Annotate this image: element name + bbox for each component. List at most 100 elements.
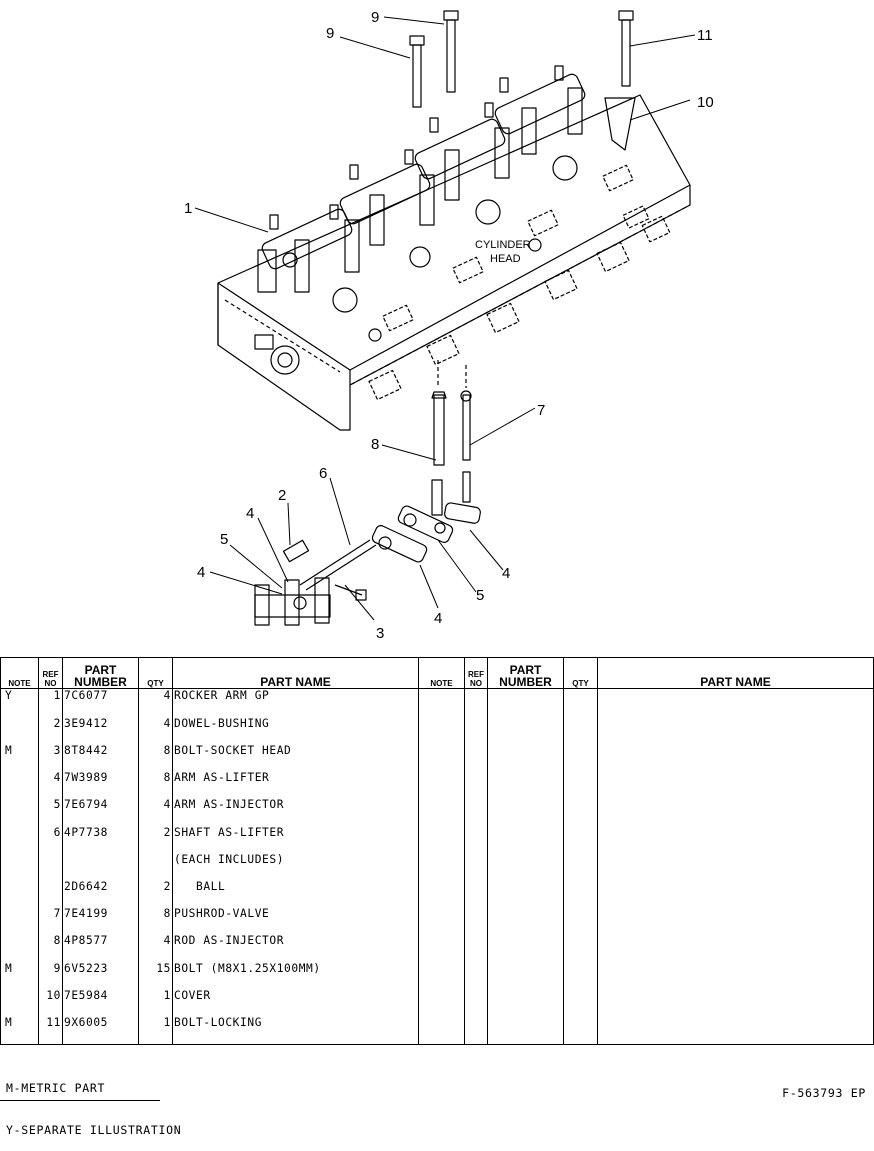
cell-part-name: BALL [172, 880, 419, 908]
cell-part-number: 7E6794 [62, 798, 139, 826]
empty-cell [487, 798, 564, 826]
header-qty: QTY [138, 657, 173, 689]
empty-cell [487, 907, 564, 935]
empty-cell [563, 1016, 598, 1044]
cell-part-number [62, 852, 139, 881]
empty-cell [563, 716, 598, 744]
cell-part-name: ARM AS-LIFTER [172, 771, 419, 799]
empty-cell [487, 825, 564, 853]
empty-cell [487, 771, 564, 799]
callout-11: 11 [697, 27, 713, 44]
cell-note [0, 880, 39, 908]
cell-part-name: PUSHROD-VALVE [172, 907, 419, 935]
empty-cell [464, 988, 488, 1017]
empty-cell [563, 798, 598, 826]
cell-part-name: COVER [172, 988, 419, 1017]
footnote-metric: M-METRIC PART [6, 1081, 106, 1095]
table-filler-row [0, 1043, 874, 1046]
empty-cell [597, 1016, 874, 1044]
cell-qty: 4 [138, 798, 173, 826]
rocker-arm-groups [257, 65, 586, 293]
empty-cell [464, 852, 488, 881]
cell-note [0, 716, 39, 744]
empty-cell [487, 880, 564, 908]
empty-cell [487, 1016, 564, 1044]
callout-2: 2 [278, 487, 286, 504]
lower-rocker-assembly-left [254, 539, 377, 626]
cell-qty: 2 [138, 880, 173, 908]
cell-note [0, 771, 39, 799]
cell-ref-no [38, 852, 63, 881]
cell-part-number: 4P8577 [62, 934, 139, 962]
empty-cell [597, 825, 874, 853]
empty-cell [563, 852, 598, 881]
empty-cell [487, 961, 564, 989]
callout-4c: 4 [434, 610, 442, 627]
bolt-11 [618, 10, 634, 87]
empty-cell [487, 934, 564, 962]
cell-ref-no: 3 [38, 743, 63, 772]
empty-cell [563, 743, 598, 772]
empty-cell [418, 1016, 465, 1044]
empty-cell [597, 961, 874, 989]
header-qty-2: QTY [563, 657, 598, 689]
empty-cell [563, 934, 598, 962]
bolts-9 [409, 10, 459, 108]
cell-part-number: 2D6642 [62, 880, 139, 908]
empty-cell [138, 1043, 173, 1046]
cell-ref-no: 7 [38, 907, 63, 935]
empty-cell [464, 798, 488, 826]
callout-9a: 9 [326, 25, 334, 42]
cell-note [0, 852, 39, 881]
empty-cell [464, 825, 488, 853]
cell-qty: 8 [138, 771, 173, 799]
empty-cell [597, 716, 874, 744]
cell-ref-no: 4 [38, 771, 63, 799]
cell-part-number: 3E9412 [62, 716, 139, 744]
empty-cell [597, 852, 874, 881]
table-row: (EACH INCLUDES) [0, 852, 874, 881]
empty-cell [597, 934, 874, 962]
figure-id: F-563793 EP [782, 1086, 866, 1100]
header-part-name: PART NAME [172, 657, 419, 689]
empty-cell [487, 716, 564, 744]
cell-qty: 4 [138, 688, 173, 717]
empty-cell [464, 1016, 488, 1044]
callout-5a: 5 [220, 531, 228, 548]
header-part-name-2: PART NAME [597, 657, 874, 689]
empty-cell [563, 988, 598, 1017]
callout-numbers: 1 2 3 4 4 4 4 5 5 6 7 8 9 9 10 11 [184, 9, 714, 642]
cell-part-number: 9X6005 [62, 1016, 139, 1044]
cell-part-number: 7C6077 [62, 688, 139, 717]
empty-cell [172, 1043, 419, 1046]
cell-ref-no: 2 [38, 716, 63, 744]
cell-ref-no: 10 [38, 988, 63, 1017]
cell-part-name: SHAFT AS-LIFTER [172, 825, 419, 853]
cell-qty: 15 [138, 961, 173, 989]
callout-5b: 5 [476, 587, 484, 604]
empty-cell [597, 798, 874, 826]
cell-ref-no: 8 [38, 934, 63, 962]
cylinder-head-label: CYLINDER HEAD [475, 239, 531, 265]
cell-qty: 2 [138, 825, 173, 853]
empty-cell [563, 688, 598, 717]
empty-cell [563, 825, 598, 853]
empty-cell [464, 688, 488, 717]
cell-note [0, 798, 39, 826]
cell-part-name: ROCKER ARM GP [172, 688, 419, 717]
cell-part-number: 7E4199 [62, 907, 139, 935]
empty-cell [487, 743, 564, 772]
cell-ref-no: 6 [38, 825, 63, 853]
header-note: NOTE [0, 657, 39, 689]
cell-part-name: ROD AS-INJECTOR [172, 934, 419, 962]
empty-cell [418, 771, 465, 799]
callout-7: 7 [537, 402, 545, 419]
